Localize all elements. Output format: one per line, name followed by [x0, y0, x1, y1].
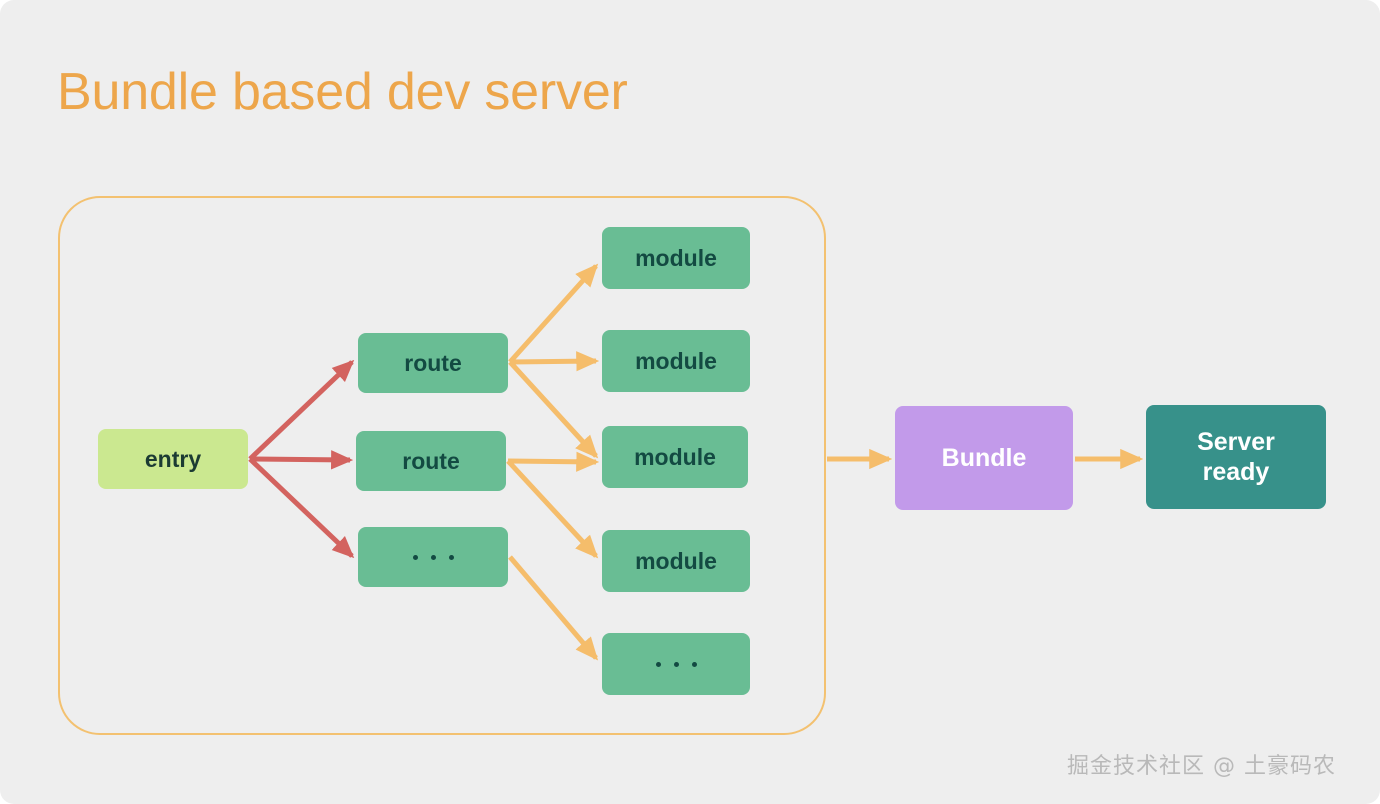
- edge-route2-module3: [507, 451, 600, 472]
- node-module-1[interactable]: module: [602, 227, 750, 289]
- node-server-ready-label: Server ready: [1197, 427, 1275, 487]
- node-module-4[interactable]: module: [602, 530, 750, 592]
- page-title: Bundle based dev server: [57, 63, 628, 121]
- ellipsis-icon: [655, 661, 697, 667]
- node-module-1-label: module: [635, 244, 717, 271]
- node-bundle-label: Bundle: [941, 443, 1027, 472]
- node-route-1-label: route: [404, 349, 462, 376]
- edge-route1-module2: [509, 351, 600, 372]
- watermark: 掘金技术社区 @ 土豪码农: [1067, 754, 1336, 779]
- edge-route2-module4: [506, 459, 599, 559]
- bundle-graph-group-frame: [58, 196, 826, 735]
- node-route-2[interactable]: route: [356, 431, 506, 491]
- edge-entry-route1: [248, 359, 355, 461]
- node-route-1[interactable]: route: [358, 333, 508, 393]
- node-module-3[interactable]: module: [602, 426, 748, 488]
- ellipsis-icon: [412, 554, 454, 560]
- node-module-4-label: module: [635, 547, 717, 574]
- node-route-2-label: route: [402, 447, 460, 474]
- node-server-ready[interactable]: Server ready: [1146, 405, 1326, 509]
- edge-route1-module1: [508, 263, 599, 364]
- edge-entry-route2: [249, 450, 354, 470]
- node-module-2[interactable]: module: [602, 330, 750, 392]
- edge-route3-module5: [508, 555, 599, 661]
- node-entry-label: entry: [144, 445, 202, 472]
- node-route-ellipsis[interactable]: [358, 527, 508, 587]
- node-module-3-label: module: [634, 443, 716, 470]
- node-entry[interactable]: entry: [98, 429, 248, 489]
- edge-route1-module3: [508, 360, 599, 459]
- node-module-ellipsis[interactable]: [602, 633, 750, 695]
- edge-entry-route3: [248, 457, 355, 559]
- node-module-2-label: module: [635, 347, 717, 374]
- node-bundle[interactable]: Bundle: [895, 406, 1073, 510]
